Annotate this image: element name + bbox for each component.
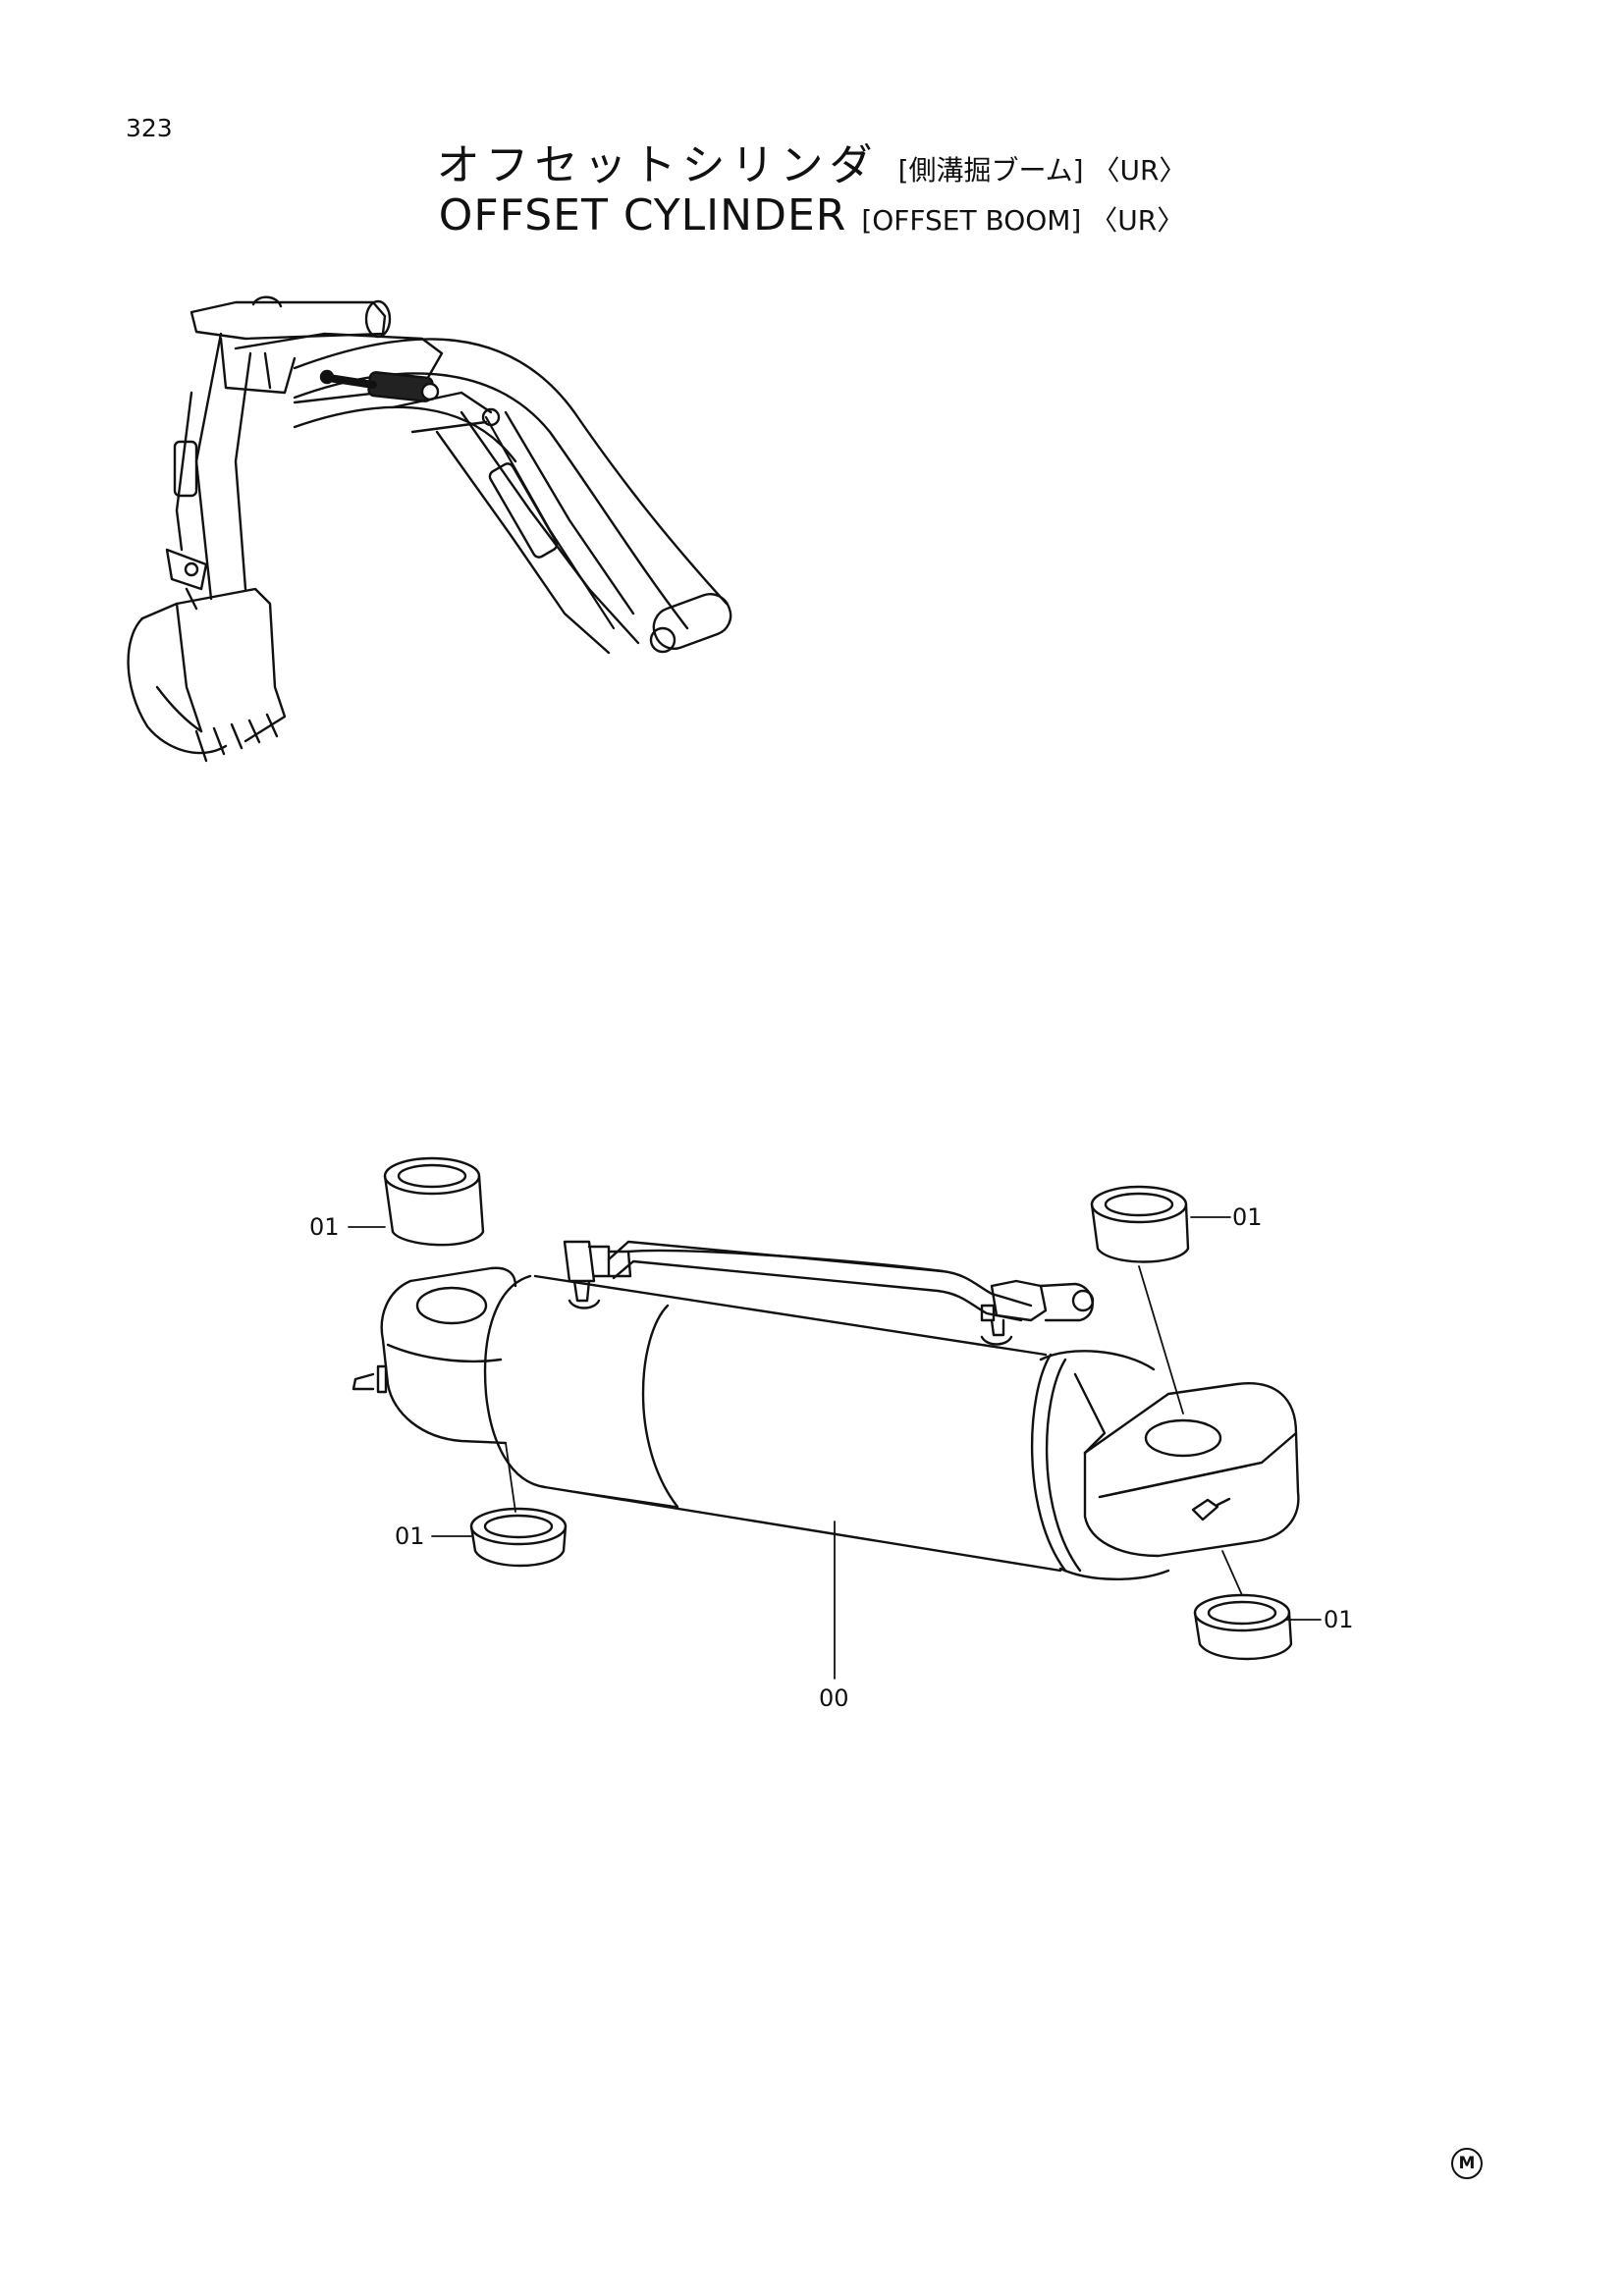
callout-00-cylinder: 00	[819, 1684, 849, 1712]
page-number: 323	[126, 114, 173, 142]
title-en-main: OFFSET CYLINDER	[438, 190, 847, 240]
leader-lines	[348, 1216, 1322, 1680]
title-english: OFFSET CYLINDER [OFFSET BOOM] 〈UR〉	[0, 190, 1623, 240]
manufacturer-mark: M	[1451, 2148, 1483, 2179]
callout-01-bottom-right: 01	[1324, 1606, 1354, 1633]
excavator-overview	[127, 295, 732, 763]
callout-01-top-left: 01	[309, 1213, 340, 1241]
title-en-sub: [OFFSET BOOM] 〈UR〉	[861, 204, 1185, 237]
title-japanese: オフセットシリンダ [側溝掘ブーム] 〈UR〉	[0, 130, 1623, 192]
cylinder-assembly	[352, 1240, 1300, 1580]
callout-01-top-right: 01	[1232, 1203, 1263, 1231]
title-jp-main: オフセットシリンダ	[436, 140, 879, 190]
bushing-top-right	[1090, 1185, 1190, 1263]
bushing-bottom-right	[1193, 1593, 1293, 1661]
callout-01-bottom-left: 01	[395, 1522, 425, 1550]
offset-cylinder-highlight	[319, 369, 440, 402]
title-jp-sub: [側溝掘ブーム] 〈UR〉	[897, 154, 1187, 187]
bushing-bottom-left	[469, 1507, 568, 1568]
bushing-top-left	[383, 1156, 485, 1247]
